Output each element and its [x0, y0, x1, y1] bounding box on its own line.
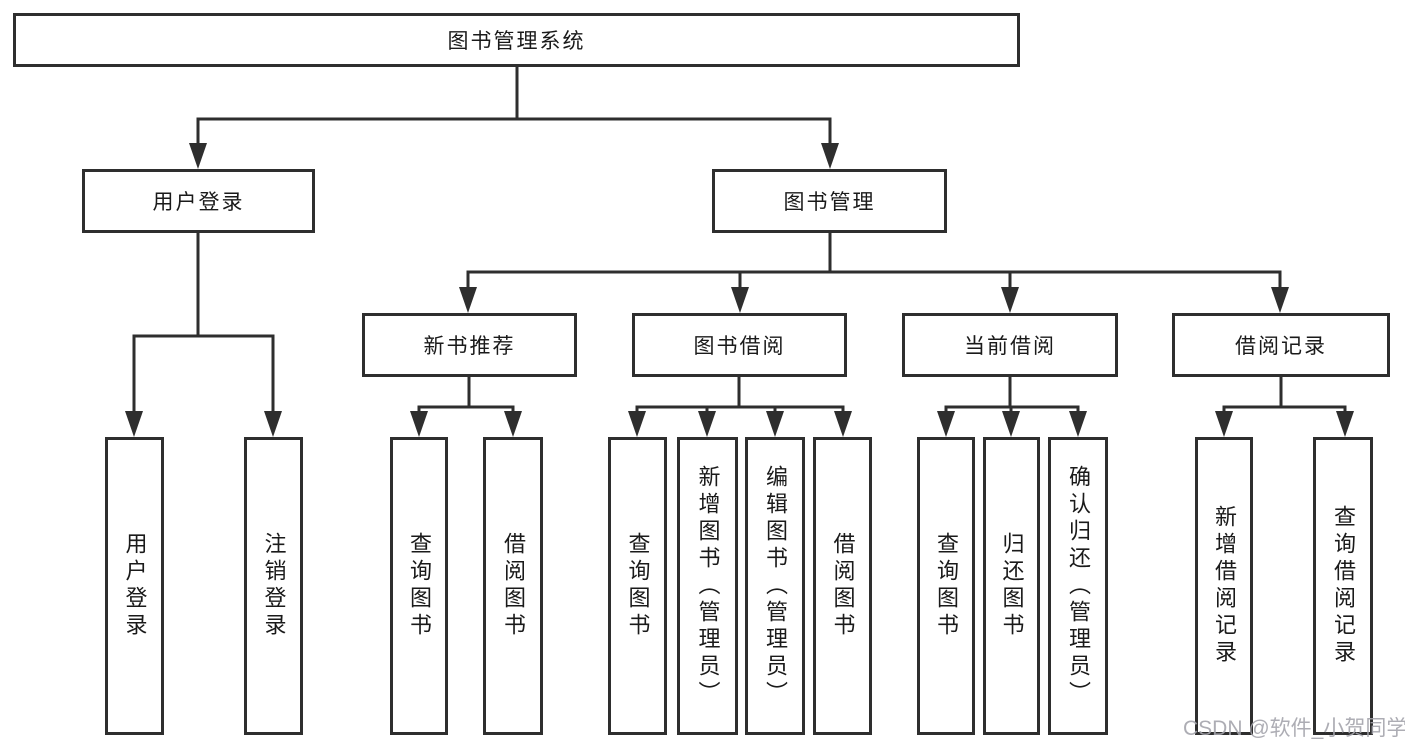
- node-library-system: 图书管理系统: [13, 13, 1020, 67]
- leaf-borrow-books: 借阅图书: [483, 437, 543, 735]
- node-label: 用户登录: [122, 532, 148, 640]
- node-label: 借阅记录: [1235, 335, 1327, 358]
- leaf-return-books: 归还图书: [983, 437, 1040, 735]
- arrowhead-icon: [1271, 287, 1289, 313]
- arrowhead-icon: [937, 411, 955, 437]
- arrowhead-icon: [698, 411, 716, 437]
- node-book-borrowing: 图书借阅: [632, 313, 847, 377]
- leaf-confirm-return-admin: 确认归还（管理员）: [1048, 437, 1108, 735]
- node-label: 借阅图书: [501, 532, 526, 640]
- arrowhead-icon: [264, 411, 282, 437]
- node-label: 注销登录: [261, 532, 287, 640]
- arrowhead-icon: [628, 411, 646, 437]
- node-label: 图书管理系统: [447, 30, 586, 53]
- arrowhead-icon: [504, 411, 522, 437]
- arrowhead-icon: [189, 143, 207, 169]
- node-label: 新增借阅记录: [1212, 505, 1237, 667]
- leaf-user-login: 用户登录: [105, 437, 164, 735]
- arrowhead-icon: [834, 411, 852, 437]
- node-label: 借阅图书: [830, 532, 856, 640]
- node-label: 图书借阅: [693, 335, 786, 358]
- node-new-book-recommend: 新书推荐: [362, 313, 577, 377]
- arrowhead-icon: [1336, 411, 1354, 437]
- leaf-logout: 注销登录: [244, 437, 303, 735]
- node-label: 用户登录: [152, 191, 245, 214]
- node-current-borrowing: 当前借阅: [902, 313, 1118, 377]
- arrowhead-icon: [1069, 411, 1087, 437]
- leaf-query-books: 查询图书: [917, 437, 975, 735]
- node-label: 查询借阅记录: [1331, 505, 1356, 667]
- node-user-login: 用户登录: [82, 169, 315, 233]
- node-label: 查询图书: [934, 532, 959, 640]
- node-label: 新书推荐: [423, 335, 516, 358]
- leaf-borrow-books: 借阅图书: [813, 437, 872, 735]
- leaf-add-borrow-record: 新增借阅记录: [1195, 437, 1253, 735]
- node-label: 归还图书: [999, 532, 1025, 640]
- arrowhead-icon: [410, 411, 428, 437]
- arrowhead-icon: [125, 411, 143, 437]
- arrowhead-icon: [459, 287, 477, 313]
- leaf-add-books-admin: 新增图书（管理员）: [677, 437, 738, 735]
- node-label: 图书管理: [783, 191, 876, 214]
- node-borrowing-records: 借阅记录: [1172, 313, 1390, 377]
- node-label: 新增图书（管理员）: [695, 464, 721, 708]
- arrowhead-icon: [731, 287, 749, 313]
- arrowhead-icon: [1002, 411, 1020, 437]
- node-label: 确认归还（管理员）: [1066, 464, 1091, 708]
- leaf-edit-books-admin: 编辑图书（管理员）: [745, 437, 805, 735]
- node-label: 当前借阅: [964, 335, 1056, 358]
- node-book-management: 图书管理: [712, 169, 947, 233]
- arrowhead-icon: [766, 411, 784, 437]
- arrowhead-icon: [1001, 287, 1019, 313]
- arrowhead-icon: [821, 143, 839, 169]
- leaf-query-books: 查询图书: [608, 437, 667, 735]
- arrowhead-icon: [1215, 411, 1233, 437]
- leaf-query-books: 查询图书: [390, 437, 448, 735]
- node-label: 查询图书: [407, 532, 432, 640]
- csdn-watermark: CSDN @软件_小贺同学: [1183, 717, 1405, 740]
- leaf-query-borrow-record: 查询借阅记录: [1313, 437, 1373, 735]
- node-label: 编辑图书（管理员）: [763, 464, 788, 708]
- node-label: 查询图书: [625, 532, 651, 640]
